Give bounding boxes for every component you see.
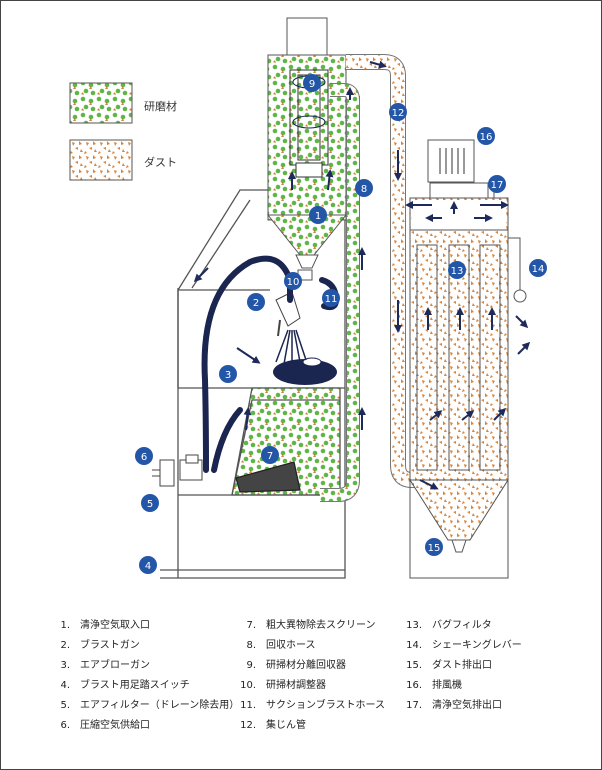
- parts-list-item: 14.シェーキングレバー: [406, 640, 522, 651]
- dust-collector: [409, 139, 527, 579]
- callout-1: 1: [309, 206, 327, 224]
- parts-list-item: 5.エアフィルター（ドレーン除去用）: [60, 700, 240, 711]
- callout-label: 2: [253, 298, 259, 309]
- parts-list-item: 12.集じん管: [240, 720, 306, 731]
- flow-arrows: [193, 60, 531, 490]
- parts-list-item: 3.エアブローガン: [60, 660, 150, 671]
- callout-label: 15: [428, 543, 441, 554]
- callout-label: 3: [225, 370, 231, 381]
- callout-label: 12: [392, 108, 405, 119]
- dust-duct: [346, 55, 420, 487]
- recovery-hose: [320, 96, 359, 501]
- callout-4: 4: [139, 556, 157, 574]
- legend-abrasive-label: 研磨材: [144, 100, 177, 113]
- parts-list-item: 1.清浄空気取入口: [60, 620, 150, 631]
- callout-15: 15: [425, 538, 443, 556]
- callout-label: 1: [315, 211, 321, 222]
- parts-list-item: 2.ブラストガン: [60, 640, 140, 651]
- parts-list-item: 6.圧縮空気供給口: [60, 720, 150, 731]
- callout-label: 17: [491, 180, 504, 191]
- parts-list-item: 10.研掃材調整器: [240, 680, 326, 691]
- legend-abrasive-swatch: [69, 82, 133, 124]
- callout-label: 6: [141, 452, 147, 463]
- parts-list-item: 8.回収ホース: [246, 640, 316, 651]
- callout-9: 9: [303, 74, 321, 92]
- callout-label: 7: [267, 451, 273, 462]
- callout-12: 12: [389, 103, 407, 121]
- blast-gun: [275, 291, 307, 365]
- callout-label: 8: [361, 184, 367, 195]
- callout-3: 3: [219, 365, 237, 383]
- callout-5: 5: [141, 494, 159, 512]
- callout-label: 5: [147, 499, 153, 510]
- bag-filter: [416, 244, 438, 471]
- callout-label: 13: [451, 266, 464, 277]
- parts-list-item: 17.清浄空気排出口: [406, 700, 502, 711]
- callout-6: 6: [135, 447, 153, 465]
- parts-list-item: 13.バグフィルタ: [406, 620, 492, 631]
- callout-10: 10: [284, 272, 302, 290]
- parts-list-col-3: 13.バグフィルタ 14.シェーキングレバー 15.ダスト排出口 16.排風機 …: [402, 616, 522, 716]
- callout-8: 8: [355, 179, 373, 197]
- callout-11: 11: [322, 289, 340, 307]
- legend-dust-label: ダスト: [144, 156, 177, 169]
- callout-7: 7: [261, 446, 279, 464]
- callout-label: 9: [309, 79, 315, 90]
- callout-13: 13: [448, 261, 466, 279]
- exhaust-fan: [427, 139, 475, 183]
- bag-filter: [479, 244, 501, 471]
- parts-list-item: 7.粗大異物除去スクリーン: [246, 620, 376, 631]
- callout-17: 17: [488, 175, 506, 193]
- callout-label: 16: [480, 132, 493, 143]
- callout-14: 14: [529, 259, 547, 277]
- callout-16: 16: [477, 127, 495, 145]
- parts-list-item: 16.排風機: [406, 680, 462, 691]
- separator-column: [266, 17, 348, 281]
- callout-label: 11: [325, 294, 338, 305]
- parts-list-item: 15.ダスト排出口: [406, 660, 492, 671]
- parts-list-col-2: 7.粗大異物除去スクリーン 8.回収ホース 9.研掃材分離回収器 10.研掃材調…: [236, 616, 385, 736]
- callout-label: 10: [287, 277, 300, 288]
- bag-filter: [448, 244, 470, 471]
- parts-list-item: 9.研掃材分離回収器: [246, 660, 346, 671]
- exhaust-fan-base: [429, 182, 489, 199]
- air-filter: [152, 454, 203, 487]
- callout-label: 14: [532, 264, 545, 275]
- parts-list-col-1: 1.清浄空気取入口 2.ブラストガン 3.エアブローガン 4.ブラスト用足踏スイ…: [50, 616, 239, 736]
- parts-list-item: 4.ブラスト用足踏スイッチ: [60, 680, 190, 691]
- callout-label: 4: [145, 561, 151, 572]
- parts-list-item: 11.サクションブラストホース: [240, 700, 385, 711]
- workpiece: [273, 359, 337, 385]
- callout-2: 2: [247, 293, 265, 311]
- legend-dust-swatch: [69, 139, 133, 181]
